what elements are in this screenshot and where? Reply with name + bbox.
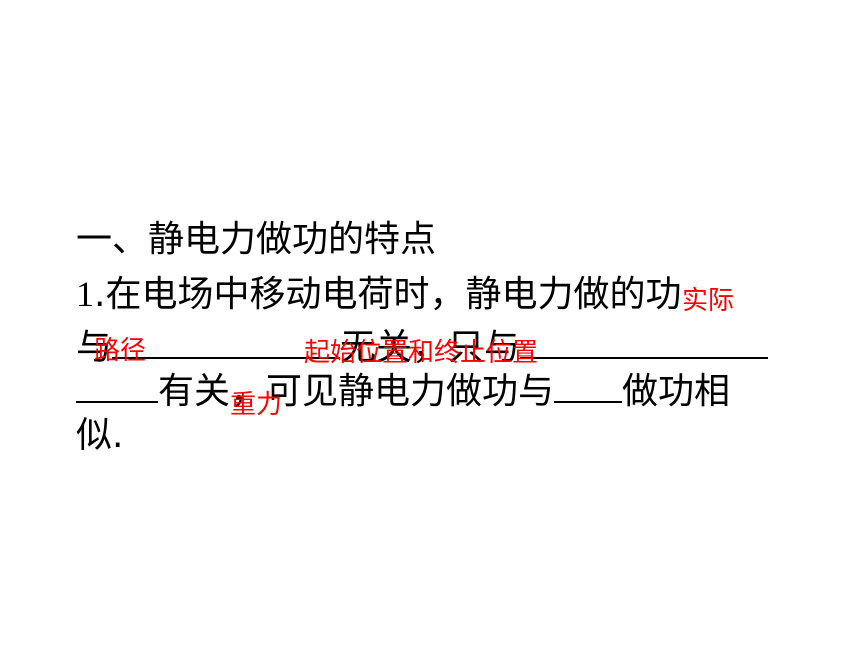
- item1-text-f: 似.: [76, 415, 124, 456]
- section-heading: 一、静电力做功的特点: [76, 218, 436, 262]
- item1-text-b: 与: [76, 327, 113, 368]
- answer-2: 路径: [94, 336, 147, 366]
- blank-2: [520, 327, 769, 359]
- item1-text-d: 有关，可见静电力做功与: [158, 371, 555, 412]
- item1-text-e: 做功相: [622, 371, 731, 412]
- answer-1: 实际: [682, 286, 735, 316]
- item1-line2: 与 无关，只与: [76, 326, 769, 370]
- answer-3: 起始位置和终止位置: [304, 338, 539, 368]
- item1-text-c: 无关，只与: [340, 327, 521, 368]
- item1-line4: 似.: [76, 414, 123, 458]
- answer-4: 重力: [230, 390, 283, 420]
- heading-text: 一、静电力做功的特点: [76, 219, 437, 260]
- blank-3: [76, 371, 158, 403]
- item1-line1: 1.在电场中移动电荷时，静电力做的功: [76, 272, 681, 317]
- item1-text-a: .在电场中移动电荷时，静电力做的功: [94, 274, 682, 315]
- item-number: 1: [76, 274, 94, 314]
- blank-4: [554, 371, 623, 403]
- blank-1: [112, 327, 341, 359]
- item1-line3: 有关，可见静电力做功与 做功相: [76, 370, 730, 414]
